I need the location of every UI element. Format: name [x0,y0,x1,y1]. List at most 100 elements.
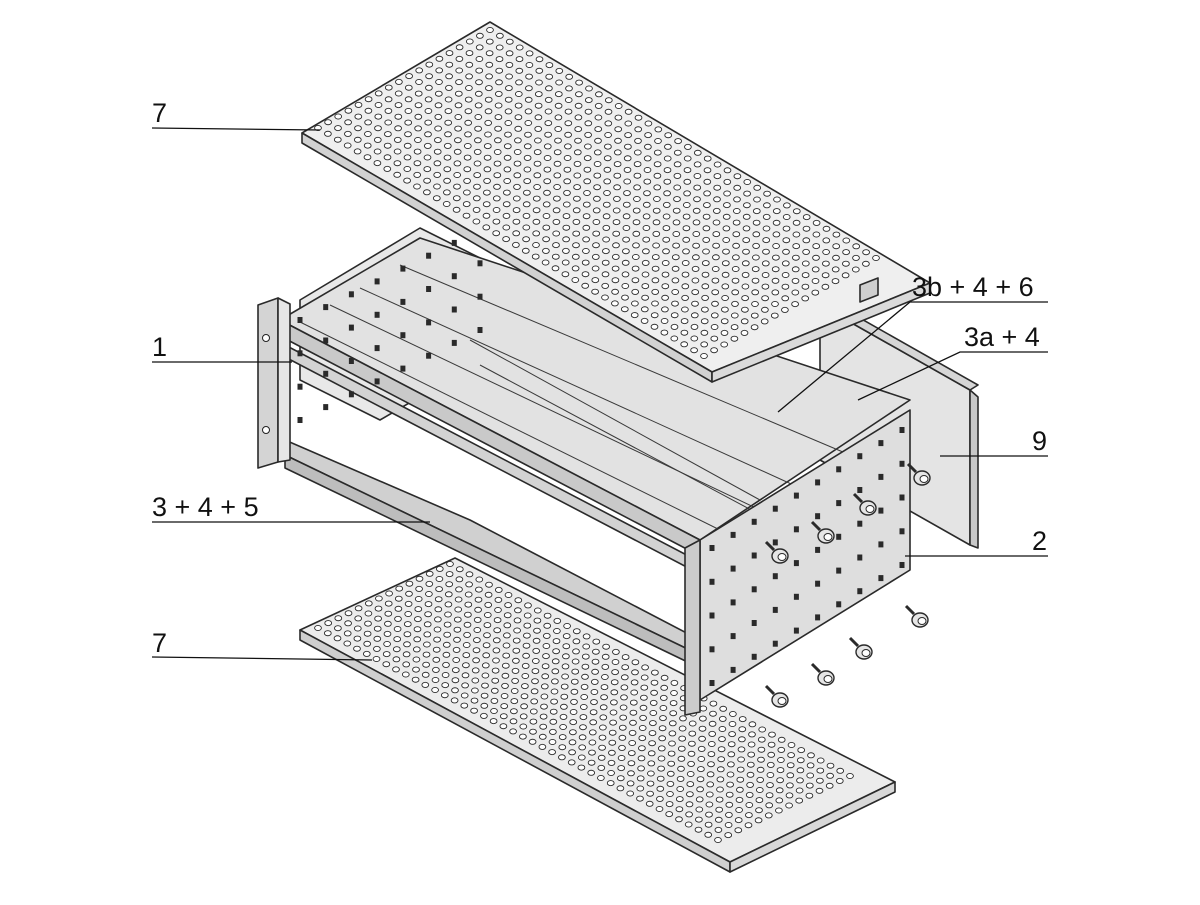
perforation-hole [443,154,452,161]
perforation-hole [681,294,689,301]
perforation-hole [603,189,611,196]
perforation-hole [592,638,601,645]
perforation-hole [730,324,739,331]
perforation-hole [745,802,754,809]
perforation-hole [703,167,712,174]
perforation-hole [661,283,670,290]
perforation-hole [492,647,501,654]
perforation-hole [551,265,560,272]
perforation-hole [648,730,657,737]
perforation-hole [767,741,776,748]
perforation-hole [653,172,662,179]
side-plate-slot [815,479,821,486]
perforation-hole [522,224,531,231]
perforation-hole [636,775,645,782]
perforation-hole [681,260,690,267]
perforation-hole [742,213,751,220]
perforation-hole [522,212,531,219]
perforation-hole [570,678,579,685]
perforation-hole [737,756,745,763]
perforation-hole [682,248,690,255]
perforation-hole [781,283,790,290]
perforation-hole [755,797,764,804]
perforation-hole [592,242,600,249]
screw [764,684,789,708]
side-plate-slot [772,573,778,580]
side-plate-slot [815,614,821,621]
perforation-hole [541,673,550,680]
perforation-hole [732,219,741,226]
perforation-hole [622,201,631,208]
perforation-hole [597,754,606,761]
perforation-hole [812,219,821,226]
side-plate-slot [374,311,380,318]
perforation-hole [570,688,579,695]
perforation-hole [744,822,753,829]
perforation-hole [627,760,636,767]
perforation-hole [713,173,722,180]
perforation-hole [700,353,708,360]
perforation-hole [685,811,693,818]
perforation-hole [610,679,619,686]
perforation-hole [676,786,685,793]
side-plate-slot [772,606,778,613]
perforation-hole [434,125,442,132]
perforation-hole [579,724,587,731]
perforation-hole [425,591,433,598]
perforation-hole [485,50,494,57]
perforation-hole [634,126,643,133]
perforation-hole [623,178,632,185]
perforation-hole [591,253,600,260]
perforation-hole [593,195,601,202]
perforation-hole [515,56,524,63]
perforation-hole [613,172,622,179]
perforation-hole [731,266,740,273]
perforation-hole [404,131,412,138]
perforation-hole [752,254,760,261]
perforation-hole [611,300,619,307]
perforation-hole [464,131,472,138]
callouts: 7 1 3b + 4 + 6 3a + 4 9 3 + 4 + 5 2 7 [151,98,1048,661]
perforation-hole [533,607,542,614]
perforation-hole [631,288,640,295]
perforation-hole [553,195,561,202]
perforation-hole [650,312,659,319]
perforation-hole [551,658,560,665]
perforation-hole [453,160,462,167]
perforation-hole [650,689,658,696]
perforation-hole [532,241,540,248]
perforation-hole [672,219,681,226]
perforation-hole [705,791,714,798]
perforation-hole [512,195,521,202]
perforation-hole [503,632,511,639]
perforation-hole [521,247,530,254]
perforation-hole [752,231,761,238]
perforation-hole [462,662,470,669]
perforation-hole [724,822,733,829]
perforation-hole [768,731,776,738]
perforation-hole [583,155,592,162]
perforation-hole [681,283,690,290]
perforation-hole [777,736,786,743]
perforation-hole [542,236,550,243]
perforation-hole [532,647,541,654]
perforation-hole [577,754,586,761]
perforation-hole [693,172,702,179]
perforation-hole [535,67,544,74]
perforation-hole [637,765,645,772]
perforation-hole [524,119,533,126]
side-plate-slot [348,358,354,364]
perforation-hole [453,148,462,155]
perforation-hole [751,277,760,284]
leader-rail-assembly-rear [857,351,1048,401]
perforation-hole [473,183,481,190]
perforation-hole [445,571,454,578]
perforation-hole [404,611,413,618]
perforation-hole [641,271,650,278]
perforation-hole [561,259,570,266]
perforation-hole [581,673,589,680]
perforation-hole [683,167,692,174]
side-plate-slot [899,494,905,501]
perforation-hole [569,709,578,716]
perforation-hole [657,755,666,762]
